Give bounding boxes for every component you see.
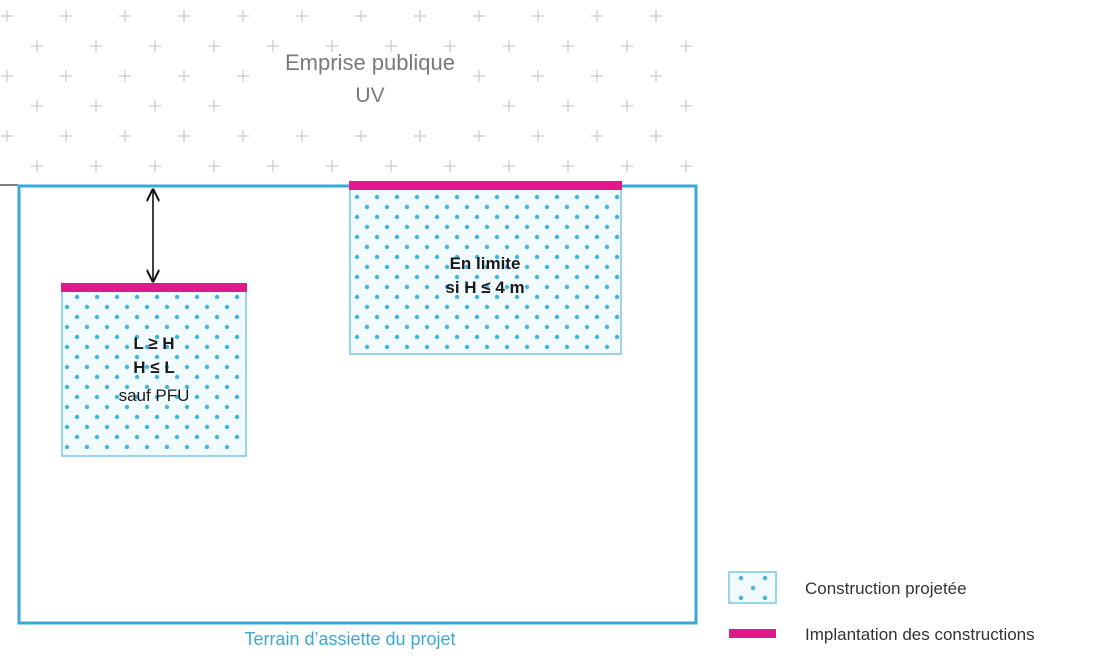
hatch-cross [90, 100, 102, 112]
hatch-cross [1, 130, 13, 142]
legend-label-implantation: Implantation des constructions [805, 625, 1035, 644]
public-space-hatching [1, 10, 692, 172]
hatch-cross [621, 100, 633, 112]
building-left-dots [63, 291, 245, 455]
hatch-cross [119, 70, 131, 82]
hatch-cross [621, 40, 633, 52]
hatch-cross [1, 10, 13, 22]
hatch-cross [532, 130, 544, 142]
hatch-cross [650, 10, 662, 22]
hatch-cross [562, 100, 574, 112]
building-left-line-1: L ≥ H [133, 334, 174, 353]
hatch-cross [591, 70, 603, 82]
hatch-cross [414, 10, 426, 22]
parcel-label: Terrain d’assiette du projet [244, 629, 455, 649]
building-left: L ≥ H H ≤ L sauf PFU [61, 283, 247, 457]
hatch-cross [621, 160, 633, 172]
hatch-cross [237, 130, 249, 142]
hatch-cross [355, 130, 367, 142]
hatch-cross [680, 160, 692, 172]
hatch-cross [296, 130, 308, 142]
hatch-cross [562, 40, 574, 52]
hatch-cross [473, 10, 485, 22]
hatch-cross [178, 10, 190, 22]
building-left-line-3: sauf PFU [119, 386, 190, 405]
hatch-cross [503, 100, 515, 112]
hatch-cross [650, 70, 662, 82]
hatch-cross [503, 160, 515, 172]
hatch-cross [296, 10, 308, 22]
hatch-cross [326, 40, 338, 52]
public-space-code: UV [355, 84, 384, 107]
building-right-implantation-bar [349, 181, 622, 190]
hatch-cross [237, 10, 249, 22]
hatch-cross [650, 130, 662, 142]
hatch-cross [149, 100, 161, 112]
legend-item-implantation: Implantation des constructions [729, 625, 1035, 644]
hatch-cross [208, 40, 220, 52]
building-right-dots [351, 189, 620, 353]
hatch-cross [680, 100, 692, 112]
building-left-line-2: H ≤ L [133, 358, 174, 377]
hatch-cross [208, 100, 220, 112]
hatch-cross [267, 40, 279, 52]
hatch-cross [31, 160, 43, 172]
hatch-cross [473, 130, 485, 142]
hatch-cross [1, 70, 13, 82]
hatch-cross [149, 160, 161, 172]
legend: Construction projetée Implantation des c… [728, 571, 1035, 644]
hatch-cross [532, 70, 544, 82]
hatch-cross [473, 70, 485, 82]
hatch-cross [178, 130, 190, 142]
hatch-cross [385, 160, 397, 172]
hatch-cross [119, 130, 131, 142]
building-right: En limite si H ≤ 4 m [349, 181, 622, 355]
hatch-cross [414, 130, 426, 142]
hatch-cross [149, 40, 161, 52]
hatch-cross [90, 160, 102, 172]
public-space-title: Emprise publique [285, 50, 455, 75]
legend-item-construction: Construction projetée [728, 571, 967, 604]
hatch-cross [60, 10, 72, 22]
hatch-cross [355, 10, 367, 22]
hatch-cross [60, 130, 72, 142]
hatch-cross [31, 100, 43, 112]
hatch-cross [444, 40, 456, 52]
building-left-implantation-bar [61, 283, 247, 292]
hatch-cross [267, 160, 279, 172]
hatch-cross [119, 10, 131, 22]
hatch-cross [591, 10, 603, 22]
hatch-cross [680, 40, 692, 52]
building-right-line-1: En limite [450, 254, 521, 273]
hatch-cross [31, 40, 43, 52]
hatch-cross [591, 130, 603, 142]
hatch-cross [208, 160, 220, 172]
hatch-cross [562, 160, 574, 172]
hatch-cross [326, 160, 338, 172]
legend-label-construction: Construction projetée [805, 579, 967, 598]
building-right-line-2: si H ≤ 4 m [445, 278, 524, 297]
hatch-cross [178, 70, 190, 82]
hatch-cross [532, 10, 544, 22]
hatch-cross [503, 40, 515, 52]
hatch-cross [444, 160, 456, 172]
hatch-cross [90, 40, 102, 52]
hatch-cross [237, 70, 249, 82]
hatch-cross [60, 70, 72, 82]
hatch-cross [385, 40, 397, 52]
legend-magenta-bar-symbol [729, 629, 776, 638]
